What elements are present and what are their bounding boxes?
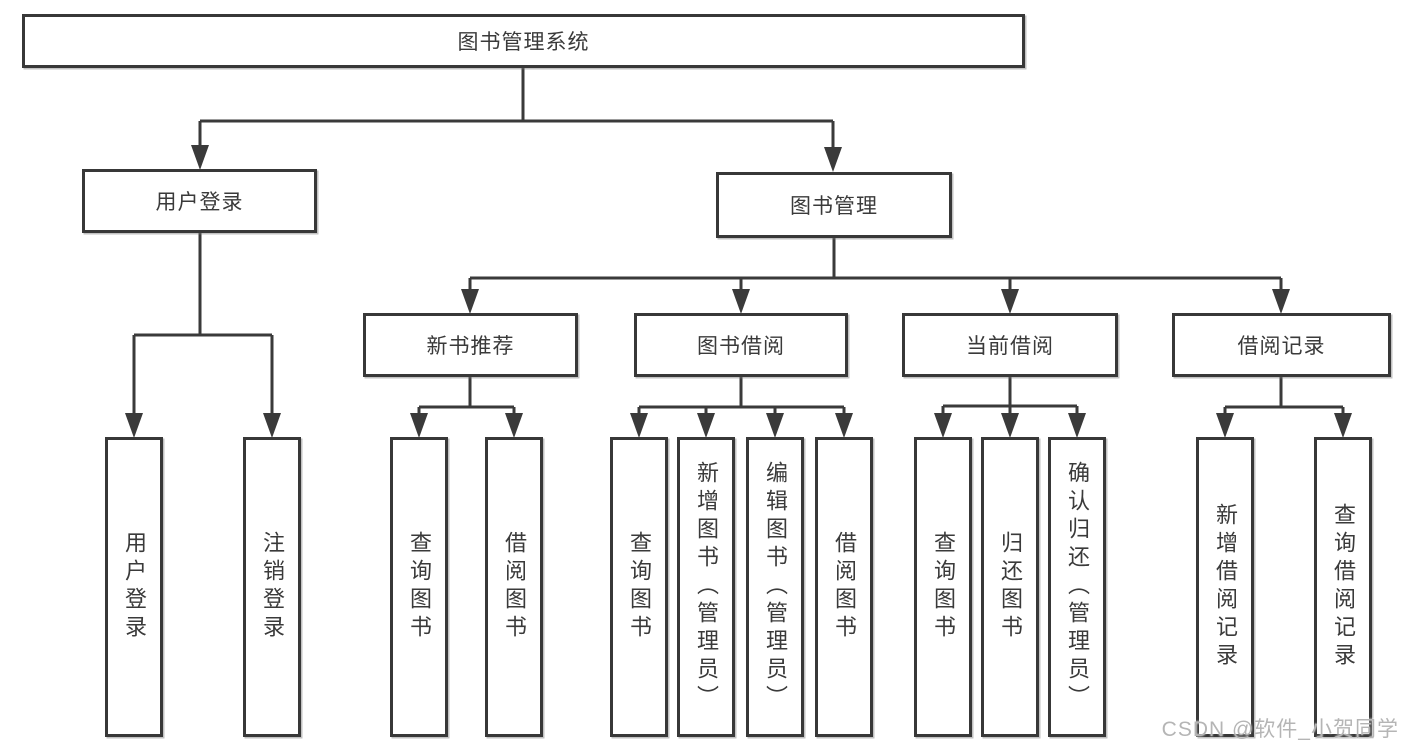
leaf-label: 确认归还（管理员）: [1065, 461, 1090, 713]
leaf-logout: 注销登录: [243, 437, 301, 737]
node-borrow-records: 借阅记录: [1172, 313, 1391, 377]
leaf-label: 查询图书: [627, 531, 652, 643]
leaf-query-books-current: 查询图书: [914, 437, 972, 737]
connector-current-to-leaves: [934, 377, 1086, 438]
leaf-borrow-books-recommend: 借阅图书: [485, 437, 543, 737]
leaf-label: 用户登录: [122, 531, 147, 643]
connector-borrow-to-leaves: [630, 377, 853, 438]
leaf-label: 注销登录: [260, 531, 285, 643]
node-library-system: 图书管理系统: [22, 14, 1025, 68]
leaf-label: 借阅图书: [832, 531, 857, 643]
node-label: 图书管理: [790, 195, 878, 218]
node-current-borrow: 当前借阅: [902, 313, 1118, 377]
node-label: 新书推荐: [426, 335, 515, 358]
leaf-label: 新增借阅记录: [1213, 503, 1238, 671]
leaf-add-books-admin: 新增图书（管理员）: [677, 437, 735, 737]
node-label: 借阅记录: [1237, 335, 1326, 358]
node-label: 图书借阅: [697, 335, 785, 358]
node-book-borrow: 图书借阅: [634, 313, 848, 377]
connector-newbooks-to-leaves: [410, 377, 523, 438]
leaf-label: 查询借阅记录: [1331, 503, 1356, 671]
csdn-watermark: CSDN @软件_小贺同学: [1161, 718, 1399, 741]
leaf-label: 新增图书（管理员）: [694, 461, 719, 713]
leaf-label: 编辑图书（管理员）: [763, 461, 788, 713]
leaf-return-books: 归还图书: [981, 437, 1039, 737]
leaf-label: 归还图书: [998, 531, 1023, 643]
node-label: 图书管理系统: [457, 31, 590, 54]
node-label: 用户登录: [155, 191, 244, 214]
leaf-query-books-recommend: 查询图书: [390, 437, 448, 737]
leaf-borrow-books: 借阅图书: [815, 437, 873, 737]
connector-records-to-leaves: [1216, 377, 1352, 438]
connector-bookmgmt-to-level3: [461, 238, 1290, 314]
node-label: 当前借阅: [966, 335, 1054, 358]
node-new-book-recommend: 新书推荐: [363, 313, 578, 377]
leaf-label: 查询图书: [931, 531, 956, 643]
leaf-add-borrow-record: 新增借阅记录: [1196, 437, 1254, 737]
leaf-confirm-return-admin: 确认归还（管理员）: [1048, 437, 1106, 737]
leaf-label: 查询图书: [407, 531, 432, 643]
node-user-login: 用户登录: [82, 169, 317, 233]
leaf-edit-books-admin: 编辑图书（管理员）: [746, 437, 804, 737]
connector-root-to-level2: [191, 68, 842, 172]
leaf-label: 借阅图书: [502, 531, 527, 643]
leaf-user-login: 用户登录: [105, 437, 163, 737]
leaf-query-books-borrow: 查询图书: [610, 437, 668, 737]
node-book-management: 图书管理: [716, 172, 952, 238]
leaf-query-borrow-record: 查询借阅记录: [1314, 437, 1372, 737]
connector-userlogin-to-leaves: [125, 233, 281, 438]
